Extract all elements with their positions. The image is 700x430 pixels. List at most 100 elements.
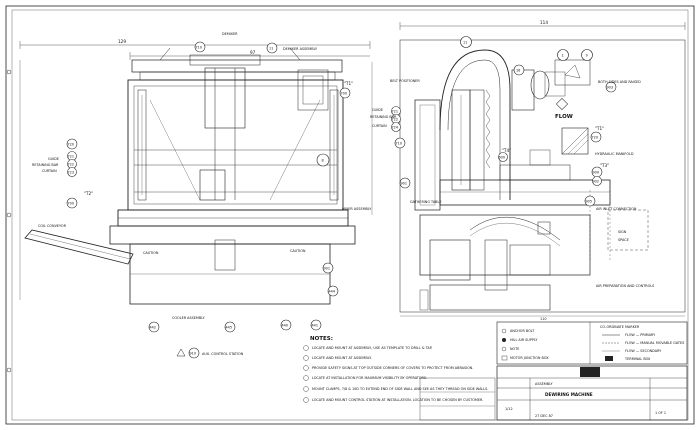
svg-text:901: 901: [401, 182, 407, 186]
svg-text:NOTE: NOTE: [510, 347, 519, 351]
inner-border: [11, 9, 689, 421]
svg-text:700: 700: [68, 202, 74, 206]
guide-right-label: GUIDE: [372, 108, 383, 112]
svg-text:MOTOR JUNCTION BOX: MOTOR JUNCTION BOX: [510, 356, 549, 360]
notes-list: LOCATE AND MOUNT AT ASSEMBLY, USE AS TEM…: [303, 345, 488, 403]
title-date: 27 DEC 87: [535, 414, 553, 418]
title-sheet: 1 OF 1: [655, 411, 666, 415]
t1-right-label: "T1": [595, 126, 604, 131]
svg-text:441: 441: [312, 324, 318, 328]
svg-text:722: 722: [392, 118, 398, 122]
svg-text:720: 720: [592, 136, 598, 140]
right-side-elevation: [399, 39, 686, 313]
belt-positioner-label: BELT POSITIONER: [390, 79, 420, 83]
svg-text:905: 905: [586, 200, 592, 204]
coil-conveyor-label: COIL CONVEYOR: [38, 224, 67, 228]
svg-text:903: 903: [607, 86, 613, 90]
bottom-dim: 110: [540, 317, 546, 321]
svg-text:HILL AIR SUPPLY: HILL AIR SUPPLY: [510, 338, 538, 342]
svg-text:FLOW — PRIMARY: FLOW — PRIMARY: [625, 333, 656, 337]
title-block: ASSEMBLY DEWIRING MACHINE 1/12 27 DEC 87…: [496, 365, 688, 421]
space-label: SPACE: [618, 238, 629, 242]
demixer-label: DEMIXER: [222, 32, 238, 36]
svg-text:11: 11: [269, 47, 273, 51]
dim-right-overall: 114: [540, 20, 548, 25]
svg-text:TERMINAL BOX: TERMINAL BOX: [624, 357, 651, 361]
retaining-bar-right-label: RETAINING BAR: [370, 115, 397, 119]
caution-left-label: CAUTION: [143, 251, 159, 255]
svg-text:724: 724: [392, 126, 398, 130]
svg-text:720: 720: [68, 143, 74, 147]
svg-text:721: 721: [68, 155, 74, 159]
sign-label: SIGN: [618, 230, 627, 234]
right-view-balloons: 11 1 16 9 903 721 722 724 710 720 600 90…: [391, 36, 617, 207]
demixer-assembly-label: DEMIXER ASSEMBLY: [283, 47, 318, 51]
svg-text:16: 16: [516, 69, 520, 73]
curtain-left-label: CURTAIN: [42, 169, 57, 173]
svg-text:710: 710: [396, 142, 402, 146]
air-prep-label: AIR PREPARATION AND CONTROLS: [596, 284, 654, 288]
svg-text:CO-ORDINATE MARKER: CO-ORDINATE MARKER: [600, 325, 640, 329]
svg-text:11: 11: [463, 41, 467, 45]
svg-text:MOUNT CLAMPS, 7/8 & 10D TO EXT: MOUNT CLAMPS, 7/8 & 10D TO EXTEND END OF…: [312, 387, 488, 391]
svg-text:722: 722: [68, 163, 74, 167]
guide-left-label: GUIDE: [48, 157, 59, 161]
legend-box: ANCHOR BOLT HILL AIR SUPPLY NOTE MOTOR J…: [496, 321, 688, 365]
svg-text:AUX. CONTROL STATION: AUX. CONTROL STATION: [202, 352, 244, 356]
svg-text:FLOW — MANUAL MOVABLE GATES: FLOW — MANUAL MOVABLE GATES: [625, 341, 684, 345]
svg-text:LOCATE AND MOUNT CONTROL STATI: LOCATE AND MOUNT CONTROL STATION AT INST…: [312, 398, 483, 402]
svg-text:910: 910: [190, 352, 196, 356]
svg-text:723: 723: [68, 171, 74, 175]
svg-text:FLOW — SECONDARY: FLOW — SECONDARY: [625, 349, 662, 353]
title-main: DEWIRING MACHINE: [545, 392, 593, 397]
binding-hole: [6, 367, 12, 373]
dim-overall-left: 129: [118, 39, 126, 44]
hydraulic-manifold-label: HYDRAULIC MANIFOLD: [595, 152, 634, 156]
svg-text:8: 8: [322, 159, 324, 163]
svg-text:440: 440: [282, 324, 288, 328]
svg-text:1: 1: [562, 54, 564, 58]
mixer-assembly-label: MIXER ASSEMBLY: [342, 207, 372, 211]
svg-text:900: 900: [593, 171, 599, 175]
t3-label: "T3": [600, 163, 609, 168]
svg-text:710: 710: [196, 46, 202, 50]
curtain-right-label: CURTAIN: [372, 124, 387, 128]
svg-text:LOCATE AND MOUNT AT ASSEMBLY.: LOCATE AND MOUNT AT ASSEMBLY.: [312, 356, 372, 360]
svg-text:444: 444: [329, 290, 335, 294]
svg-text:LOCATE AT INSTALLATION FOR MAX: LOCATE AT INSTALLATION FOR MAXIMUM VISIB…: [312, 376, 427, 380]
title-scale: 1/12: [505, 407, 513, 411]
svg-text:902: 902: [593, 180, 599, 184]
both-sides-label: BOTH SIDES AND RAISED: [598, 80, 641, 84]
air-inlet-label: AIR INLET CONNECTION: [596, 207, 637, 211]
title-assembly: ASSEMBLY: [535, 382, 553, 386]
dim-left-sub: 97: [250, 50, 256, 55]
svg-text:PROVIDE SAFETY SIGNS AT TOP OU: PROVIDE SAFETY SIGNS AT TOP OUTSIDE CORN…: [312, 366, 473, 370]
left-view-balloons: 710 11 700 720 721 722 723 700 8 901 442…: [66, 41, 351, 333]
svg-text:442: 442: [150, 326, 156, 330]
cooler-assembly-label: COOLER ASSEMBLY: [172, 316, 206, 320]
svg-text:721: 721: [392, 110, 398, 114]
left-front-elevation: [19, 47, 373, 305]
binding-hole: [6, 69, 12, 75]
svg-text:LOCATE AND MOUNT AT ASSEMBLY,: LOCATE AND MOUNT AT ASSEMBLY, USE AS TEM…: [312, 346, 432, 350]
binding-hole: [6, 212, 12, 218]
svg-text:901: 901: [324, 267, 330, 271]
gathering-table-label: GATHERING TABLE: [410, 200, 442, 204]
revision-block: [419, 377, 496, 421]
caution-right-label: CAUTION: [290, 249, 306, 253]
t2-label: "T2": [84, 191, 93, 196]
svg-text:ANCHOR BOLT: ANCHOR BOLT: [510, 329, 535, 333]
svg-text:600: 600: [499, 156, 505, 160]
svg-text:700: 700: [341, 92, 347, 96]
t1-left-label: "T1": [344, 81, 353, 86]
sheet-border: [5, 5, 695, 425]
retaining-bar-left-label: RETAINING BAR: [32, 163, 59, 167]
top-dimensions: [19, 22, 686, 60]
flow-label: FLOW: [555, 114, 573, 120]
svg-text:445: 445: [226, 326, 232, 330]
aux-control-station: 910 AUX. CONTROL STATION: [176, 347, 244, 359]
svg-text:9: 9: [586, 54, 588, 58]
notes-title: NOTES:: [310, 336, 333, 342]
